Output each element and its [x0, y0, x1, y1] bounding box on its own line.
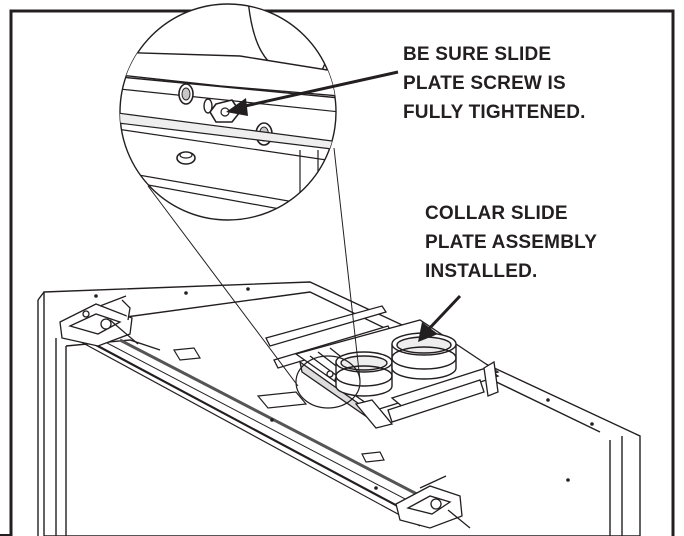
top-vents — [172, 347, 385, 463]
leader-arrows — [226, 70, 462, 342]
screw-dots — [94, 287, 594, 490]
front-rail — [63, 327, 441, 527]
left-latch — [59, 295, 139, 347]
magnified-detail — [120, 4, 336, 220]
callout-line: PLATE SCREW IS — [403, 73, 566, 94]
callout-collar-assembly: COLLAR SLIDE PLATE ASSEMBLY INSTALLED. — [425, 199, 597, 286]
border-frame — [9, 9, 675, 536]
callout-line: INSTALLED. — [425, 261, 538, 282]
collar-front — [335, 351, 393, 397]
callout-line: FULLY TIGHTENED. — [403, 102, 586, 123]
right-latch — [395, 475, 471, 529]
callout-slide-plate-screw: BE SURE SLIDE PLATE SCREW IS FULLY TIGHT… — [403, 40, 586, 127]
magnifier-cone — [147, 147, 361, 387]
detail-target-circle — [295, 355, 361, 409]
collar-back — [391, 332, 457, 380]
callout-line: PLATE ASSEMBLY — [425, 232, 598, 253]
fireplace-body — [37, 281, 641, 536]
callout-line: BE SURE SLIDE — [403, 44, 552, 65]
callout-line: COLLAR SLIDE — [425, 203, 568, 224]
